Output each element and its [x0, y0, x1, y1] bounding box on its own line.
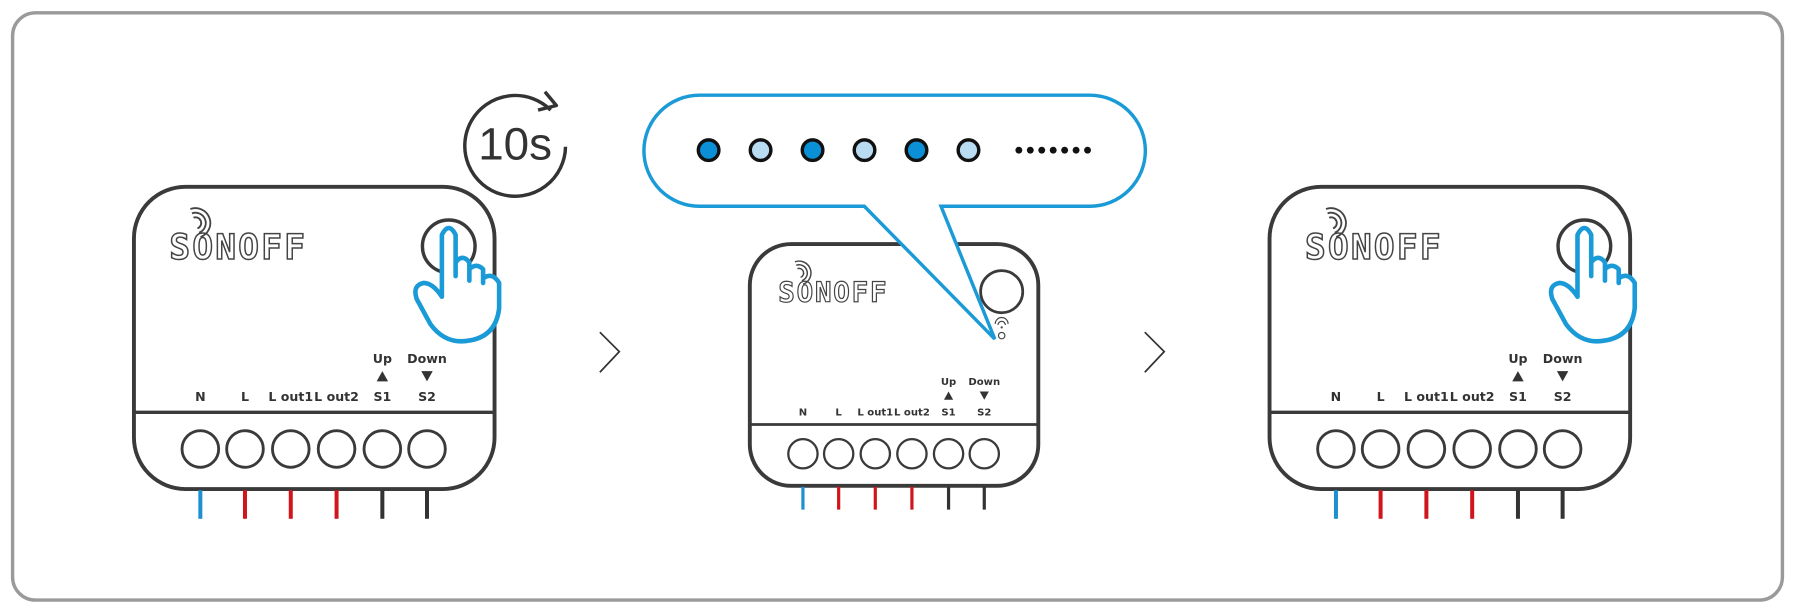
- down-arrow-icon: [1556, 371, 1569, 382]
- terminal-screw: [968, 437, 1001, 470]
- terminal-screw: [1406, 429, 1447, 469]
- terminal-label: L: [1377, 389, 1385, 404]
- up-arrow-icon: [376, 371, 389, 382]
- continuation-dot: [1026, 146, 1034, 154]
- continuation-dot: [1061, 146, 1069, 154]
- terminal-screw: [1498, 429, 1538, 469]
- sonoff-logo: SONOFF: [169, 228, 307, 268]
- wireless-icon: [794, 260, 812, 285]
- terminal-label: S2: [1554, 389, 1572, 404]
- terminal-label: L out2: [894, 407, 930, 418]
- terminal-label: L out1: [268, 389, 313, 404]
- sonoff-logo: SONOFF: [1305, 228, 1443, 268]
- led-blink-dark: [800, 138, 825, 163]
- timer-10s-icon: 10s: [463, 90, 568, 198]
- terminal-screw: [271, 429, 311, 469]
- terminal-screw: [932, 437, 965, 470]
- terminal-label: L out1: [857, 407, 893, 418]
- terminal-screw: [1360, 429, 1401, 469]
- pointing-hand-icon: [413, 225, 502, 344]
- terminal-screw: [1316, 429, 1356, 469]
- terminal-label: N: [195, 389, 206, 404]
- terminal-label: N: [1331, 389, 1342, 404]
- continuation-dot: [1038, 146, 1046, 154]
- up-label: Up: [941, 377, 956, 388]
- wireless-icon: [1325, 207, 1347, 238]
- wireless-icon: [190, 207, 212, 238]
- up-label: Up: [373, 351, 392, 366]
- terminal-label: L out2: [1450, 389, 1495, 404]
- terminal-label: S1: [373, 389, 391, 404]
- up-arrow-icon: [1512, 371, 1524, 382]
- terminal-screw: [1542, 429, 1583, 469]
- terminal-screw: [316, 429, 357, 469]
- chevron-right-icon: [1144, 331, 1166, 373]
- led-blink-dark: [904, 138, 929, 163]
- terminal-label: L: [835, 407, 842, 418]
- terminal-label: S1: [1509, 389, 1527, 404]
- chevron-right-icon: [599, 331, 621, 373]
- continuation-dot: [1084, 146, 1091, 154]
- continuation-dot: [1049, 146, 1057, 154]
- up-arrow-icon: [943, 391, 954, 400]
- terminal-screw: [822, 437, 855, 470]
- down-arrow-icon: [421, 371, 433, 382]
- terminal-screw: [407, 429, 447, 469]
- terminal-screw: [787, 437, 819, 470]
- pointing-hand-icon: [1548, 225, 1638, 344]
- terminal-label: L out1: [1404, 389, 1449, 404]
- terminal-label: S2: [418, 389, 436, 404]
- led-blink-light: [748, 138, 773, 163]
- sonoff-logo: SONOFF: [778, 278, 888, 309]
- led-blink-dark: [696, 138, 721, 163]
- terminal-screw: [859, 437, 892, 470]
- terminal-label: S2: [977, 407, 991, 418]
- led-speech-bubble: [642, 93, 1147, 341]
- led-blink-light: [956, 138, 981, 163]
- terminal-screw: [896, 437, 928, 470]
- terminal-label: N: [799, 407, 807, 418]
- wifi-led-indicator: [994, 316, 1009, 340]
- terminal-screw: [225, 429, 265, 469]
- terminal-screw: [1452, 429, 1492, 469]
- down-label: Down: [407, 351, 447, 366]
- up-label: Up: [1508, 351, 1527, 366]
- continuation-dot: [1072, 146, 1080, 154]
- terminal-label: L: [241, 389, 249, 404]
- down-arrow-icon: [979, 391, 989, 400]
- terminal-screw: [180, 429, 221, 469]
- continuation-dot: [1015, 146, 1023, 154]
- terminal-label: L out2: [314, 389, 359, 404]
- down-label: Down: [968, 377, 1000, 388]
- terminal-label: S1: [941, 407, 955, 418]
- led-blink-light: [852, 138, 877, 163]
- down-label: Down: [1543, 351, 1583, 366]
- pairing-button[interactable]: [979, 269, 1025, 315]
- terminal-screw: [362, 429, 403, 469]
- timer-label: 10s: [478, 118, 552, 169]
